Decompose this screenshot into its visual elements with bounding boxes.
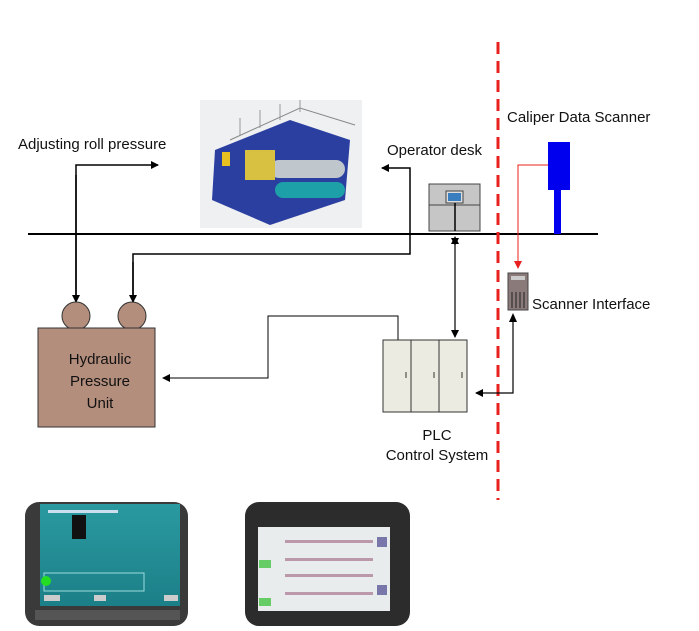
control-system-label: Control System	[386, 447, 489, 464]
press-machine-image	[200, 100, 362, 228]
hydraulic-label-3: Unit	[87, 395, 115, 412]
scanner-icon	[548, 142, 570, 234]
scanner-interface-label: Scanner Interface	[532, 296, 650, 313]
hmi-screen-image-right	[245, 502, 410, 626]
operator-desk-label: Operator desk	[387, 142, 483, 159]
plc-cabinet-icon	[382, 339, 468, 413]
hmi-screen-image-left	[25, 502, 188, 626]
scanner-signal-line	[514, 164, 548, 269]
adjust-arrow	[75, 161, 159, 300]
plc-label: PLC	[422, 427, 451, 444]
plc-hydraulic-line	[162, 315, 399, 382]
hydraulic-pressure-unit: Hydraulic Pressure Unit	[37, 301, 156, 428]
server-icon	[507, 272, 529, 311]
operator-desk-icon	[428, 183, 481, 232]
hydraulic-label-1: Hydraulic	[69, 351, 132, 368]
caliper-scanner-label: Caliper Data Scanner	[507, 109, 650, 126]
scanner-plc-double-arrow	[475, 322, 514, 397]
adjusting-roll-pressure-label: Adjusting roll pressure	[18, 136, 166, 153]
hydraulic-label-2: Pressure	[70, 373, 130, 390]
